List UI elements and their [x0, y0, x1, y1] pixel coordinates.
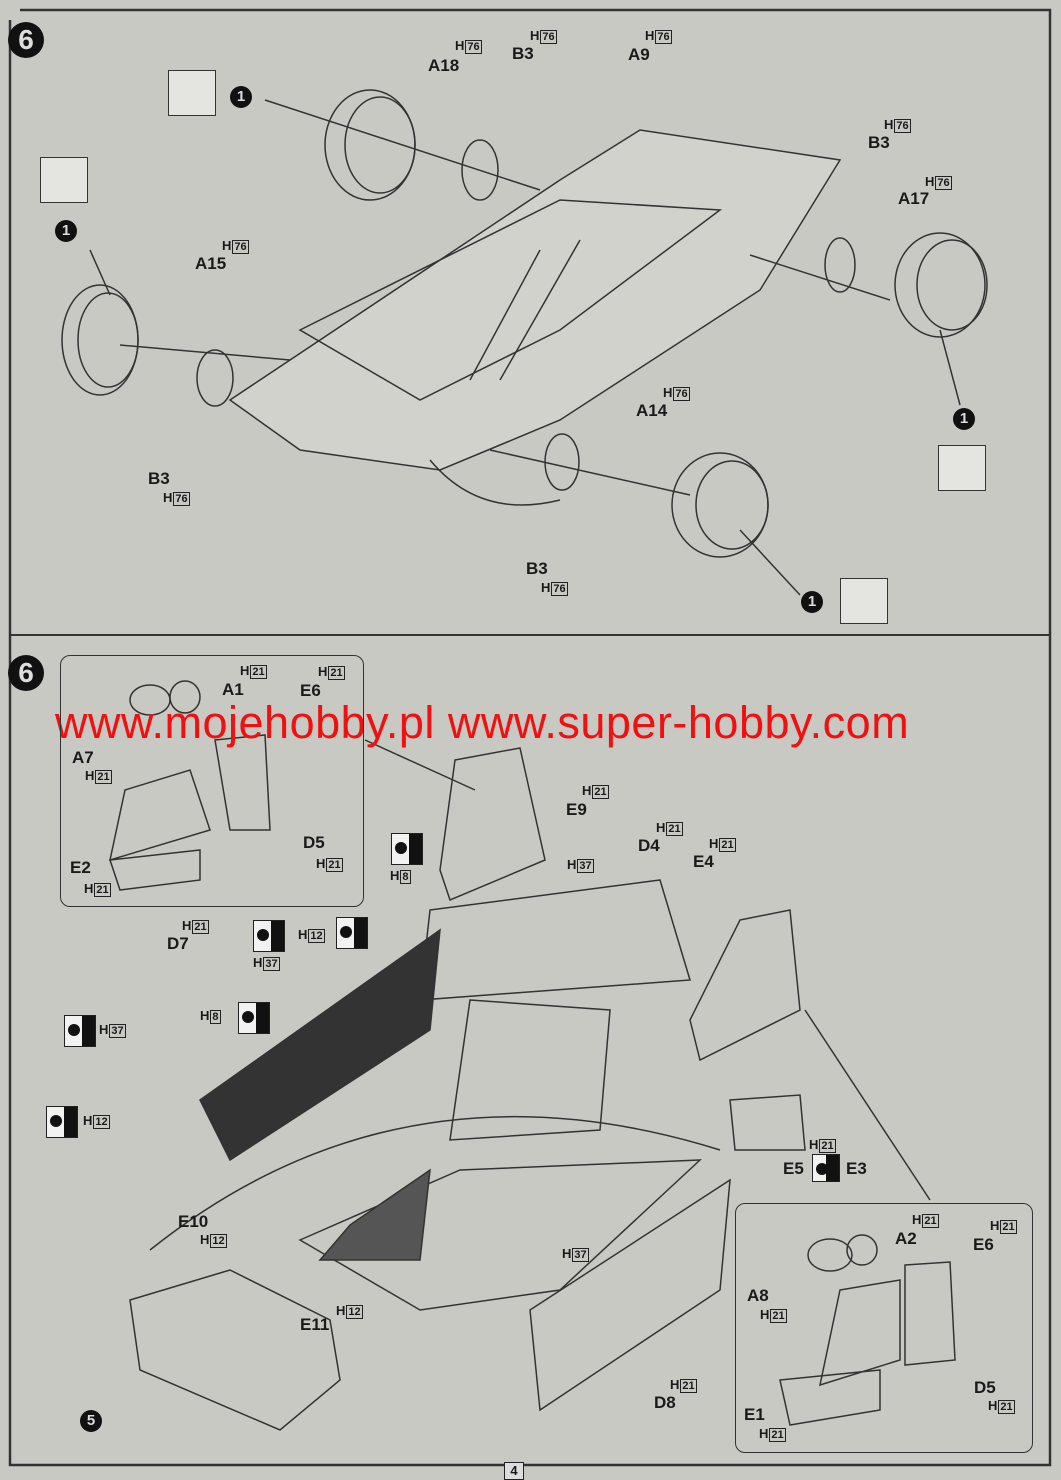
cement-tube-icon — [938, 445, 986, 491]
paint-mix-icon — [64, 1015, 96, 1047]
paint-mix-icon — [46, 1106, 78, 1138]
part-label: B3 — [526, 559, 548, 578]
paint-mix-icon — [812, 1154, 840, 1182]
part-label: D8 — [654, 1393, 676, 1412]
callout-5: 5 — [80, 1410, 102, 1432]
inset-front-seat-left — [60, 655, 364, 907]
part-label: D7 — [167, 934, 189, 953]
part-label: D4 — [638, 836, 660, 855]
part-label: A18 — [428, 56, 460, 75]
part-label: B3 — [868, 133, 890, 152]
part-label: E5 — [783, 1159, 804, 1178]
part-label: E11 — [300, 1315, 330, 1334]
paint-mix-icon — [336, 917, 368, 949]
part-label: D5 — [303, 833, 325, 852]
part-label: E6 — [300, 681, 321, 700]
part-label: E6 — [973, 1235, 994, 1254]
part-label: A1 — [222, 680, 244, 699]
callout-1: 1 — [801, 591, 823, 613]
step-number-top: 6 — [8, 22, 44, 58]
part-label: D5 — [974, 1378, 996, 1397]
part-label: A7 — [72, 748, 94, 767]
watermark-text: www.mojehobby.pl www.super-hobby.com — [55, 697, 910, 748]
part-label: A15 — [195, 254, 227, 273]
callout-1: 1 — [230, 86, 252, 108]
part-label: E3 — [846, 1159, 867, 1178]
part-label: A14 — [636, 401, 668, 420]
part-label: B3 — [512, 44, 534, 63]
step-number-bottom: 6 — [8, 655, 44, 691]
part-label: A9 — [628, 45, 650, 64]
cement-tube-icon — [840, 578, 888, 624]
part-label: E1 — [744, 1405, 765, 1424]
part-label: E2 — [70, 858, 91, 877]
paint-mix-icon — [238, 1002, 270, 1034]
paint-mix-icon — [391, 833, 423, 865]
part-label: E10 — [178, 1212, 209, 1231]
inset-front-seat-right — [735, 1203, 1033, 1453]
part-label: E4 — [693, 852, 714, 871]
part-label: A17 — [898, 189, 930, 208]
page-number: 4 — [504, 1462, 524, 1480]
callout-1: 1 — [953, 408, 975, 430]
callout-1: 1 — [55, 220, 77, 242]
cement-tube-icon — [40, 157, 88, 203]
part-label: E9 — [566, 800, 587, 819]
cement-tube-icon — [168, 70, 216, 116]
part-label: A8 — [747, 1286, 769, 1305]
part-label: A2 — [895, 1229, 917, 1248]
part-label: B3 — [148, 469, 170, 488]
paint-mix-icon — [253, 920, 285, 952]
